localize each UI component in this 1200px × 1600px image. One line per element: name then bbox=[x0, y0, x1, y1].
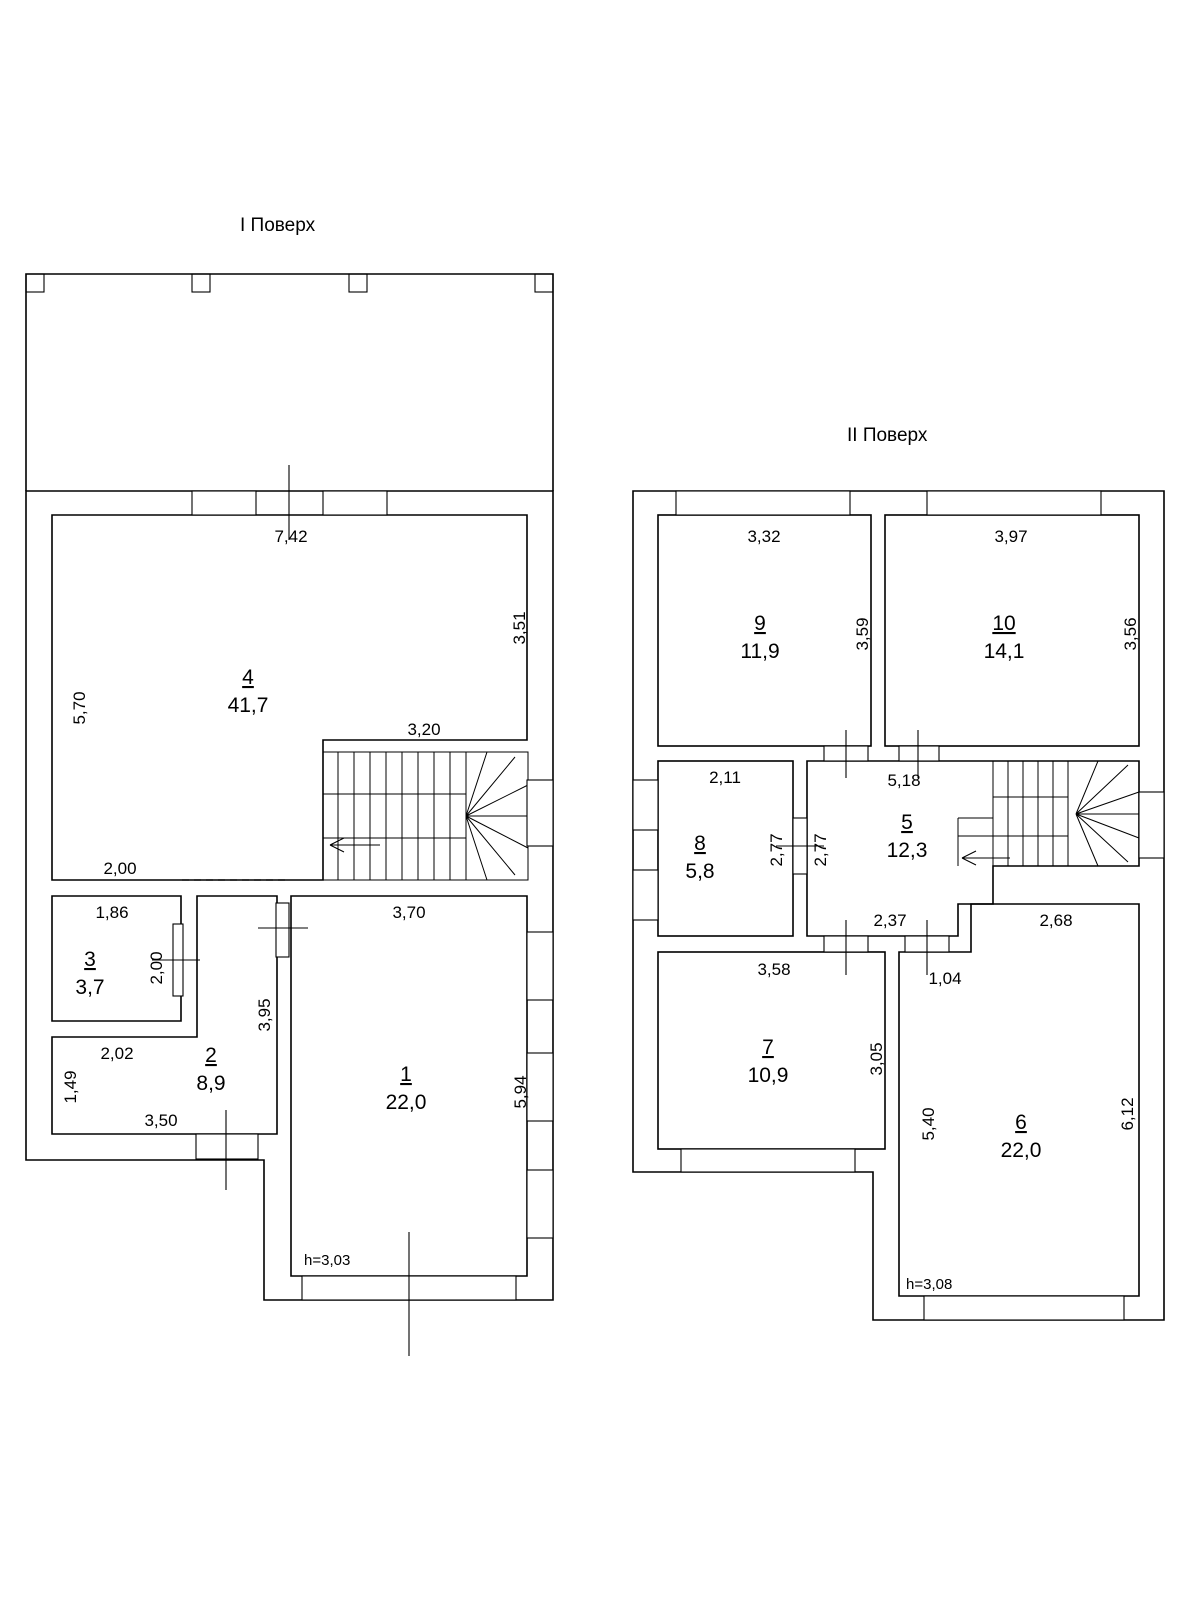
room-2-number: 2 bbox=[205, 1044, 217, 1067]
dim-label: 2,37 bbox=[873, 911, 906, 930]
dim-label: 2,00 bbox=[103, 859, 136, 878]
floor-2: II Поверх bbox=[632, 425, 1165, 1321]
room-4-area: 41,7 bbox=[228, 694, 269, 717]
dim-label: 5,40 bbox=[919, 1107, 938, 1140]
dim-label: 1,04 bbox=[928, 969, 961, 988]
dim-label: 5,70 bbox=[70, 691, 89, 724]
room-1-area: 22,0 bbox=[386, 1091, 427, 1114]
room-3-area: 3,7 bbox=[75, 976, 104, 999]
room-7-number: 7 bbox=[762, 1036, 774, 1059]
dim-label: 3,56 bbox=[1121, 617, 1140, 650]
room-5-number: 5 bbox=[901, 811, 913, 834]
dim-label: 2,77 bbox=[767, 833, 786, 866]
room-4-outline bbox=[51, 514, 528, 881]
staircase-2 bbox=[957, 760, 1140, 867]
dim-label: 7,42 bbox=[274, 527, 307, 546]
staircase-1 bbox=[322, 751, 529, 881]
dim-label: 3,05 bbox=[867, 1042, 886, 1075]
dim-label: 2,00 bbox=[147, 951, 166, 984]
dim-label: 3,95 bbox=[255, 998, 274, 1031]
room-10-number: 10 bbox=[992, 612, 1015, 635]
dim-label: 2,11 bbox=[709, 768, 741, 787]
dim-label: 5,94 bbox=[511, 1075, 530, 1108]
room-3-outline bbox=[51, 895, 182, 1022]
dim-label: 2,68 bbox=[1039, 911, 1072, 930]
room-1-outline bbox=[290, 895, 528, 1277]
floor-1-title: I Поверх bbox=[240, 215, 316, 236]
dim-label: 1,86 bbox=[95, 903, 128, 922]
room-9-number: 9 bbox=[754, 612, 766, 635]
dim-label: 2,77 bbox=[811, 833, 830, 866]
floor-2-labels: 9 11,9 10 14,1 8 5,8 5 12,3 7 10,9 6 22,… bbox=[685, 527, 1140, 1293]
dim-label: 3,20 bbox=[407, 720, 440, 739]
dim-label: 6,12 bbox=[1118, 1097, 1137, 1130]
room-8-number: 8 bbox=[694, 832, 706, 855]
dim-label: 3,58 bbox=[757, 960, 790, 979]
dim-label: 3,70 bbox=[392, 903, 425, 922]
dim-label: 1,49 bbox=[61, 1070, 80, 1103]
dim-label: 2,02 bbox=[100, 1044, 133, 1063]
dim-label: 3,51 bbox=[510, 611, 529, 644]
dim-label: 3,97 bbox=[994, 527, 1027, 546]
floor-1-labels: 4 41,7 1 22,0 2 8,9 3 3,7 7,42 3,51 5,70… bbox=[61, 527, 530, 1269]
room-2-area: 8,9 bbox=[196, 1072, 225, 1095]
room-3-number: 3 bbox=[84, 948, 96, 971]
floor-2-outer-wall bbox=[632, 490, 1165, 1321]
room-5-outline bbox=[806, 760, 1140, 937]
room-7-area: 10,9 bbox=[748, 1064, 789, 1087]
dim-label: 3,59 bbox=[853, 617, 872, 650]
room-8-area: 5,8 bbox=[685, 860, 714, 883]
room-1-number: 1 bbox=[400, 1063, 412, 1086]
floor-1-outer-wall bbox=[25, 490, 554, 1301]
floor-1-height: h=3,03 bbox=[304, 1252, 350, 1269]
room-9-area: 11,9 bbox=[740, 640, 779, 663]
floor-2-title: II Поверх bbox=[847, 425, 928, 446]
room-6-area: 22,0 bbox=[1001, 1139, 1042, 1162]
floor-1: I Поверх bbox=[25, 215, 554, 1356]
room-4-number: 4 bbox=[242, 666, 254, 689]
room-6-outline bbox=[898, 903, 1140, 1297]
room-10-area: 14,1 bbox=[984, 640, 1025, 663]
room-6-number: 6 bbox=[1015, 1111, 1027, 1134]
dim-label: 5,18 bbox=[887, 771, 920, 790]
terrace bbox=[25, 273, 554, 491]
dim-label: 3,32 bbox=[747, 527, 780, 546]
floor-2-height: h=3,08 bbox=[906, 1276, 952, 1293]
room-2-outline bbox=[51, 895, 278, 1135]
room-5-area: 12,3 bbox=[887, 839, 928, 862]
dim-label: 3,50 bbox=[144, 1111, 177, 1130]
